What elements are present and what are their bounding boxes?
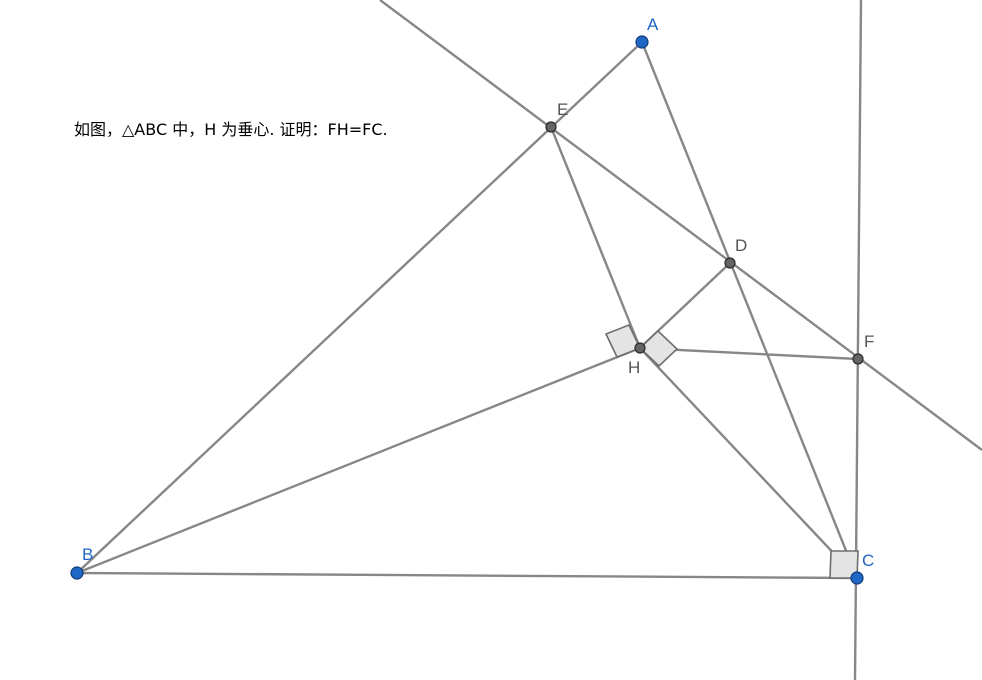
label-h: H <box>628 358 640 377</box>
right-angle-marker-h-right <box>638 329 679 368</box>
point-b[interactable] <box>70 566 84 580</box>
point-h[interactable] <box>634 342 646 354</box>
segment-ab[interactable] <box>76 41 643 574</box>
right-angle-marker-c <box>829 550 859 579</box>
label-a: A <box>647 15 659 34</box>
label-d: D <box>735 236 747 255</box>
segment-bh[interactable] <box>76 346 641 575</box>
label-c: C <box>862 551 874 570</box>
segment-hc[interactable] <box>639 347 858 579</box>
point-f[interactable] <box>852 353 864 365</box>
label-e: E <box>557 100 568 119</box>
segment-eh[interactable] <box>549 126 642 349</box>
segment-ac[interactable] <box>640 41 859 579</box>
point-d[interactable] <box>724 257 736 269</box>
label-b: B <box>82 545 93 564</box>
point-c[interactable] <box>850 571 864 585</box>
point-a[interactable] <box>635 35 649 49</box>
segment-bc[interactable] <box>76 571 858 580</box>
label-f: F <box>864 332 874 351</box>
right-angle-marker-h-left <box>604 323 642 359</box>
problem-statement: 如图，△ABC 中，H 为垂心. 证明：FH=FC. <box>74 120 388 139</box>
line-through-e-d-f[interactable] <box>379 0 982 451</box>
point-e[interactable] <box>545 121 557 133</box>
